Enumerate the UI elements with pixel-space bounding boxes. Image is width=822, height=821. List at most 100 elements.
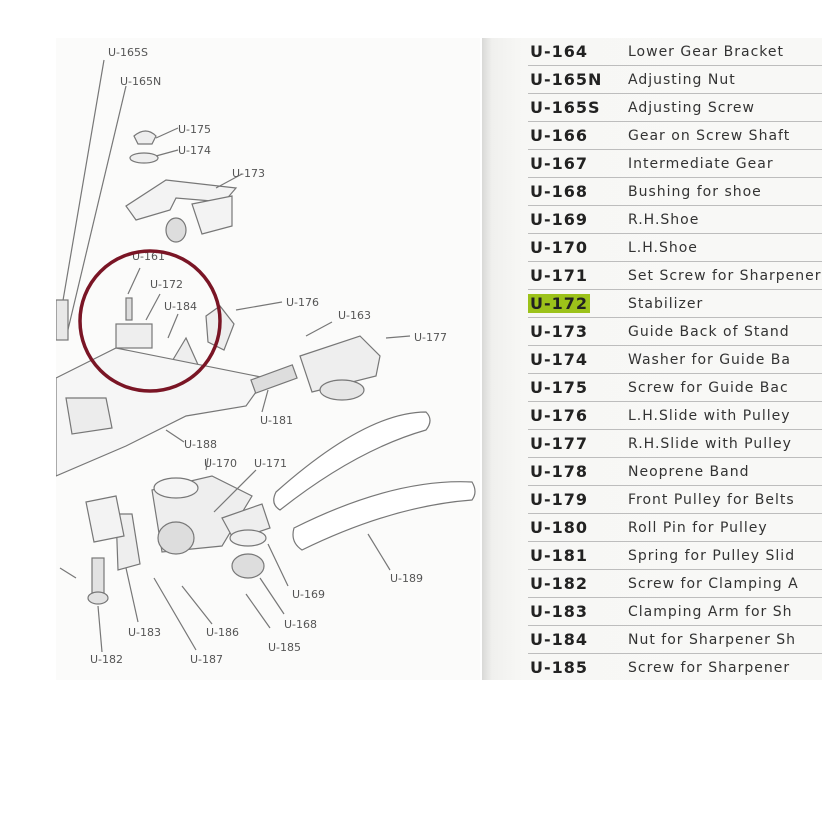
leader-u173 [215, 173, 243, 189]
part-description: Screw for Guide Bac [620, 373, 822, 402]
part-description: Adjusting Nut [620, 65, 822, 94]
part-description: Washer for Guide Ba [620, 345, 822, 374]
callout-u186: U-186 [206, 626, 239, 639]
part-code: U-181 [530, 546, 589, 565]
adjusting-screw-shape [56, 299, 69, 341]
part-code-cell: U-166 [528, 121, 620, 150]
neoprene-band-1-shape [273, 411, 431, 511]
part-code: U-165S [530, 98, 601, 117]
part-description: Stabilizer [620, 289, 822, 318]
guide-back-shape [125, 179, 238, 221]
table-row: U-183 Clamping Arm for Sh [528, 597, 822, 626]
part-description: R.H.Shoe [620, 205, 822, 234]
clamping-screw-shape [91, 557, 105, 597]
pulley-spring-shape [250, 364, 298, 394]
part-code: U-183 [530, 602, 589, 621]
leader-u165s [59, 59, 105, 319]
part-description: Nut for Sharpener Sh [620, 625, 822, 654]
leader-u183 [125, 567, 139, 623]
leader-u187 [153, 577, 197, 651]
leader-u177 [385, 335, 411, 339]
part-description: Set Screw for Sharpener [620, 261, 822, 290]
part-code: U-176 [530, 406, 589, 425]
part-description: Screw for Clamping A [620, 569, 822, 598]
part-code: U-165N [530, 70, 603, 89]
part-description: Lower Gear Bracket [620, 38, 822, 66]
callout-u171: U-171 [254, 457, 287, 470]
callout-u188: U-188 [184, 438, 217, 451]
part-description: Neoprene Band [620, 457, 822, 486]
part-code: U-182 [530, 574, 589, 593]
table-row: U-165N Adjusting Nut [528, 65, 822, 94]
part-code: U-166 [530, 126, 589, 145]
part-description: Bushing for shoe [620, 177, 822, 206]
part-code-cell: U-170 [528, 233, 620, 262]
leader-u170 [205, 457, 209, 471]
part-code-cell: U-167 [528, 149, 620, 178]
callout-u177: U-177 [414, 331, 447, 344]
callout-u185: U-185 [268, 641, 301, 654]
callout-u170: U-170 [204, 457, 237, 470]
part-code: U-168 [530, 182, 589, 201]
diagram-drawing: U-165S U-165N U-175 U-174 U-173 U-161 U-… [56, 46, 476, 666]
stabilizer-shape [115, 323, 153, 349]
leader-u171 [213, 469, 257, 513]
part-description: R.H.Slide with Pulley [620, 429, 822, 458]
part-code: U-167 [530, 154, 589, 173]
callout-u175: U-175 [178, 123, 211, 136]
part-code-cell: U-180 [528, 513, 620, 542]
leader-u165n [65, 85, 127, 339]
callout-u168: U-168 [284, 618, 317, 631]
part-code-cell: U-165S [528, 93, 620, 122]
leader-u163 [305, 321, 333, 337]
part-code: U-175 [530, 378, 589, 397]
callout-u165n: U-165N [120, 75, 161, 88]
callout-u163: U-163 [338, 309, 371, 322]
part-description: Guide Back of Stand [620, 317, 822, 346]
part-description: L.H.Slide with Pulley [620, 401, 822, 430]
part-code-cell: U-174 [528, 345, 620, 374]
part-code: U-178 [530, 462, 589, 481]
leader-u189 [367, 533, 391, 571]
callout-u181: U-181 [260, 414, 293, 427]
table-row: U-178 Neoprene Band [528, 457, 822, 486]
table-row: U-182 Screw for Clamping A [528, 569, 822, 598]
part-code-cell: U-175 [528, 373, 620, 402]
part-code: U-169 [530, 210, 589, 229]
callout-u169: U-169 [292, 588, 325, 601]
leader-u175 [155, 127, 179, 139]
part-code-cell: U-184 [528, 625, 620, 654]
guide-screw-shape [133, 130, 157, 145]
callout-u187: U-187 [190, 653, 223, 666]
part-code-cell: U-164 [528, 38, 620, 66]
shoe-shape [229, 529, 267, 547]
leader-u185 [245, 593, 271, 629]
callout-u182: U-182 [90, 653, 123, 666]
callout-u183: U-183 [128, 626, 161, 639]
callout-u165s: U-165S [108, 46, 148, 59]
part-code-cell: U-171 [528, 261, 620, 290]
part-description: Clamping Arm for Sh [620, 597, 822, 626]
callout-u176: U-176 [286, 296, 319, 309]
leader-u182 [97, 605, 103, 653]
callout-u189: U-189 [390, 572, 423, 585]
part-code: U-170 [530, 238, 589, 257]
part-code-cell: U-179 [528, 485, 620, 514]
part-description: Roll Pin for Pulley [620, 513, 822, 542]
leader-u169 [267, 543, 289, 587]
part-code-cell: U-182 [528, 569, 620, 598]
stabilizer-screw-shape [125, 297, 133, 321]
callout-u174: U-174 [178, 144, 211, 157]
